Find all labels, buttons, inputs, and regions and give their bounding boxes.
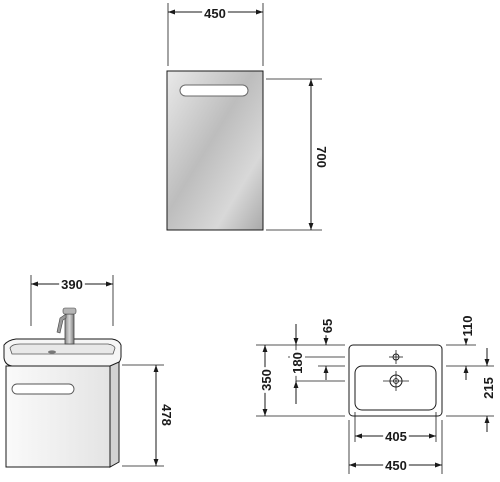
mirror-light-strip (179, 84, 249, 97)
mirror-panel (166, 70, 264, 231)
basin-drain (48, 350, 56, 354)
faucet-body (64, 313, 75, 345)
vanity-cabinet-side (109, 361, 120, 468)
label-backing (159, 402, 174, 428)
label-backing (202, 6, 228, 21)
plan-rim-label: 65 (320, 319, 335, 333)
plan-depth-label: 350 (259, 369, 274, 391)
washbasin-bowl (9, 343, 116, 355)
label-backing (259, 367, 274, 393)
faucet-top (62, 307, 77, 315)
plan-side-label: 215 (481, 377, 496, 399)
label-backing (320, 316, 335, 336)
faucet-handle (56, 313, 67, 334)
plan-outer-width-label: 450 (385, 458, 407, 473)
basin-plan-bowl (354, 365, 437, 411)
plan-tap-offset-label: 180 (290, 352, 305, 374)
label-backing (59, 277, 85, 292)
vanity-door-handle (11, 383, 75, 395)
basin-plan-drawing: 350 180 65 110 215 405 450 (256, 313, 496, 474)
label-backing (290, 350, 305, 376)
mirror-height-label: 700 (314, 146, 329, 168)
mirror-width-label: 450 (204, 6, 226, 21)
vanity-height-label: 478 (159, 404, 174, 426)
plan-inner-width-label: 405 (385, 429, 407, 444)
vanity-drawing: 390 478 (3, 275, 174, 468)
vanity-cabinet (5, 365, 111, 468)
mirror-drawing: 450 700 (166, 3, 329, 231)
plan-back-rim-label: 110 (460, 316, 475, 337)
label-backing (383, 429, 409, 444)
vanity-width-label: 390 (61, 277, 83, 292)
label-backing (460, 313, 475, 339)
label-backing (481, 375, 496, 401)
label-backing (383, 458, 409, 473)
label-backing (314, 144, 329, 170)
